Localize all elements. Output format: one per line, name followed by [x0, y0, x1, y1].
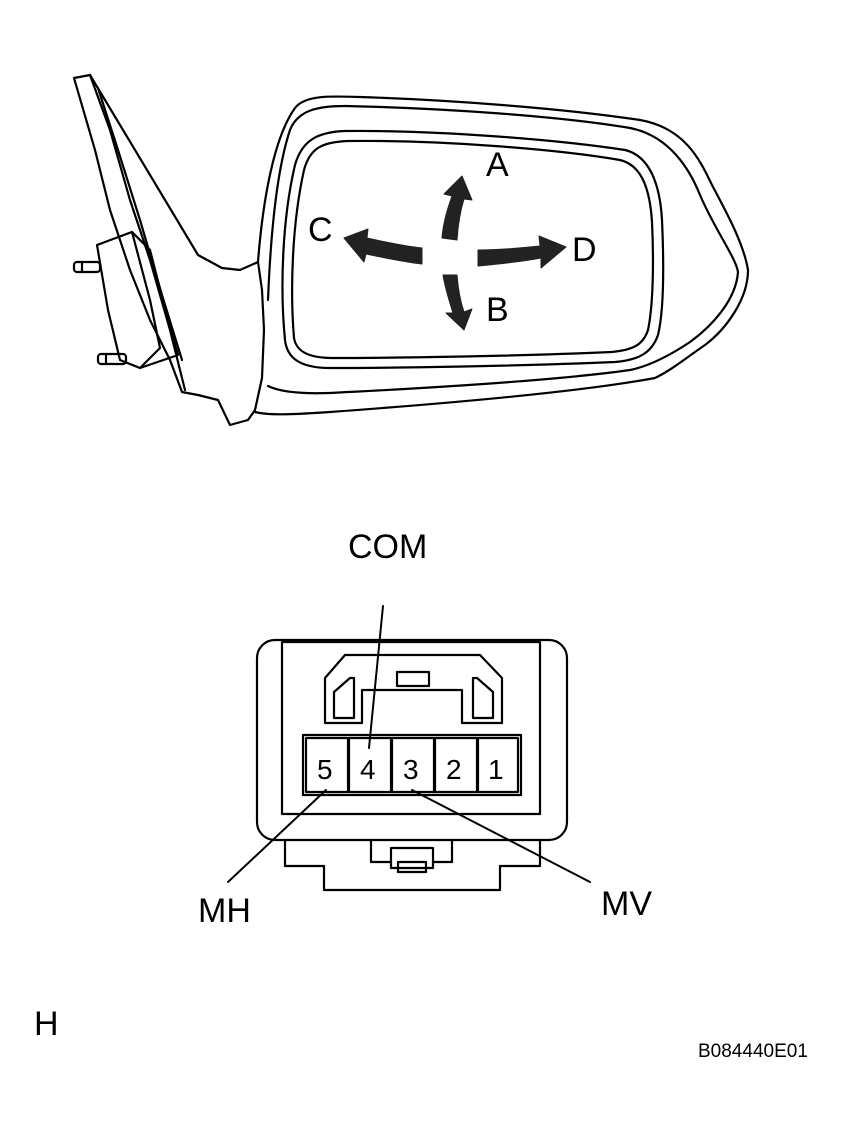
pin-4-number: 4 — [360, 754, 376, 785]
connector — [255, 638, 569, 892]
label-a: A — [486, 146, 509, 184]
mirror-mount-base — [72, 73, 266, 427]
view-letter: H — [34, 1005, 59, 1043]
mv-leader-line — [411, 789, 591, 883]
mirror-mount-inner-edge — [88, 73, 187, 392]
label-b: B — [486, 291, 509, 329]
connector-housing-inner — [280, 640, 542, 816]
pin-5-number: 5 — [317, 754, 333, 785]
mirror-mount-ridge — [96, 86, 184, 362]
leader-lines — [227, 605, 591, 883]
pin-1-number: 1 — [488, 754, 504, 785]
connector-housing-outer — [255, 638, 569, 842]
mirror-housing-outer — [253, 95, 750, 416]
pin-3-number: 3 — [403, 754, 419, 785]
pin-2-number: 2 — [446, 754, 462, 785]
arrow-labels: A B C D — [308, 146, 597, 329]
pin-numbers: 5 4 3 2 1 — [317, 754, 504, 785]
pin-cavity-block — [301, 733, 523, 797]
com-label: COM — [348, 528, 427, 566]
mirror-glass-inner — [291, 139, 655, 360]
mirror-assembly — [72, 73, 750, 427]
tilt-arrows — [343, 175, 567, 331]
mirror-mount-plug — [95, 230, 180, 370]
mirror-housing-inner-rim — [266, 104, 740, 395]
connector-latch — [323, 653, 504, 725]
figure-code: B084440E01 — [698, 1041, 808, 1062]
arrow-left-icon — [343, 228, 423, 265]
mirror-glass-outer — [281, 129, 665, 370]
arrow-right-icon — [477, 235, 567, 269]
com-leader-line — [368, 605, 384, 749]
mv-label: MV — [601, 885, 652, 923]
label-d: D — [572, 231, 597, 269]
pin-cells — [304, 736, 520, 794]
connector-bottom-flange — [283, 838, 542, 892]
mh-label: MH — [198, 892, 251, 930]
arrow-down-icon — [442, 274, 473, 331]
arrow-up-icon — [441, 175, 473, 241]
label-c: C — [308, 211, 333, 249]
mh-leader-line — [227, 789, 327, 883]
mounting-studs — [72, 260, 128, 366]
